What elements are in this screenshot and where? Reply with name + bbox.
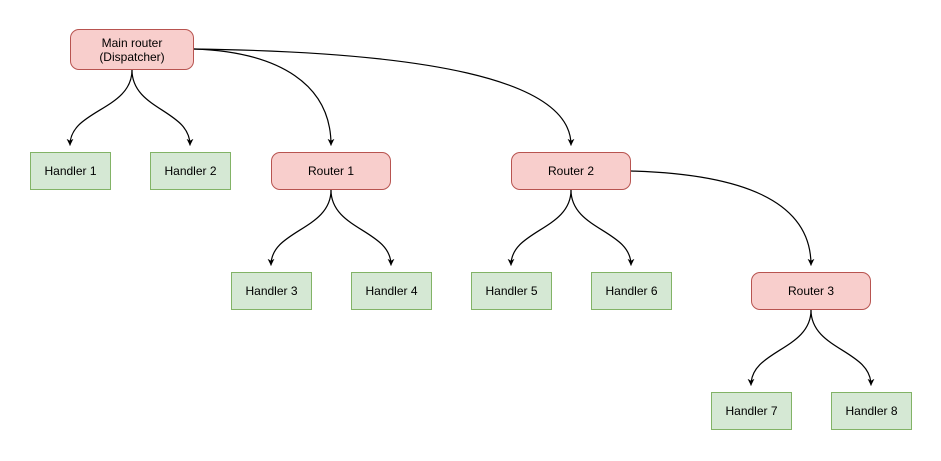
node-handler-8[interactable]: Handler 8 <box>831 392 912 430</box>
edge-router-1-to-handler-3 <box>267 189 332 266</box>
edge-main-router-to-handler-1 <box>66 69 133 146</box>
node-handler-6[interactable]: Handler 6 <box>591 272 672 310</box>
edge-router-2-to-handler-6 <box>570 189 635 266</box>
node-label-handler-4: Handler 4 <box>365 284 418 298</box>
node-label-handler-2: Handler 2 <box>164 164 217 178</box>
node-label-handler-3: Handler 3 <box>245 284 298 298</box>
edge-paths <box>66 48 875 386</box>
edge-router-2-to-router-3 <box>630 170 815 266</box>
node-handler-4[interactable]: Handler 4 <box>351 272 432 310</box>
edge-router-1-to-handler-4 <box>330 189 395 266</box>
node-handler-3[interactable]: Handler 3 <box>231 272 312 310</box>
node-handler-2[interactable]: Handler 2 <box>150 152 231 190</box>
node-label-router-1: Router 1 <box>307 164 355 178</box>
node-label-main-router: Main router (Dispatcher) <box>99 35 165 64</box>
node-label-router-2: Router 2 <box>547 164 595 178</box>
node-main-router[interactable]: Main router (Dispatcher) <box>70 29 194 70</box>
node-router-3[interactable]: Router 3 <box>751 272 871 310</box>
edge-main-router-to-router-2 <box>193 48 575 146</box>
edge-router-3-to-handler-8 <box>810 309 875 386</box>
node-label-handler-6: Handler 6 <box>605 284 658 298</box>
node-label-handler-5: Handler 5 <box>485 284 538 298</box>
node-handler-7[interactable]: Handler 7 <box>711 392 792 430</box>
node-handler-5[interactable]: Handler 5 <box>471 272 552 310</box>
node-handler-1[interactable]: Handler 1 <box>30 152 111 190</box>
edge-main-router-to-handler-2 <box>131 69 194 146</box>
node-label-handler-8: Handler 8 <box>845 404 898 418</box>
edge-main-router-to-router-1 <box>193 48 335 146</box>
node-router-1[interactable]: Router 1 <box>271 152 391 190</box>
edge-router-3-to-handler-7 <box>747 309 812 386</box>
edge-router-2-to-handler-5 <box>507 189 572 266</box>
node-label-handler-1: Handler 1 <box>44 164 97 178</box>
node-router-2[interactable]: Router 2 <box>511 152 631 190</box>
node-label-router-3: Router 3 <box>787 284 835 298</box>
node-label-handler-7: Handler 7 <box>725 404 778 418</box>
